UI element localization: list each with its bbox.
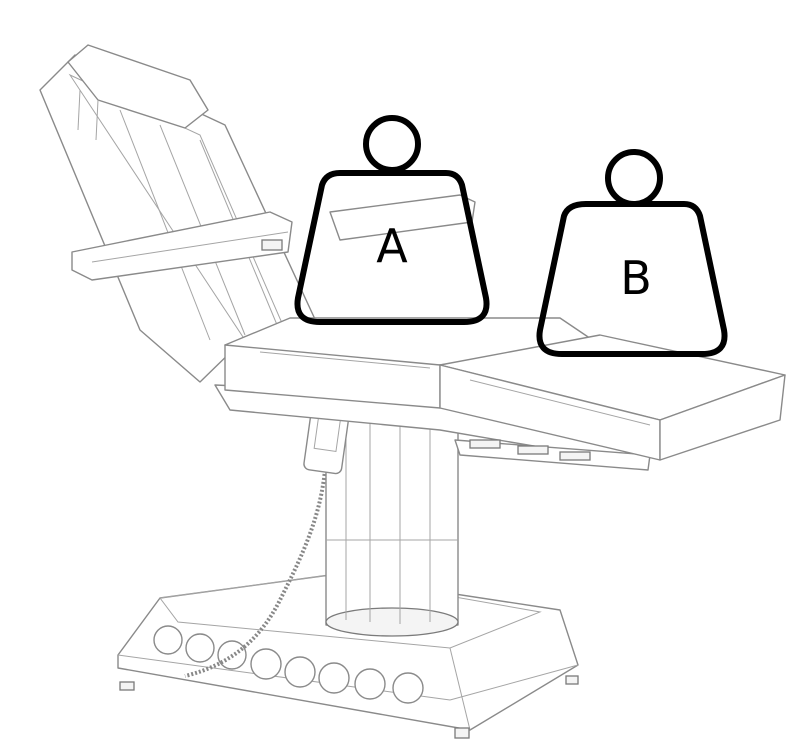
weight-b-label: B <box>620 251 652 305</box>
weight-a-label: A <box>376 219 408 273</box>
lift-column <box>326 410 458 636</box>
